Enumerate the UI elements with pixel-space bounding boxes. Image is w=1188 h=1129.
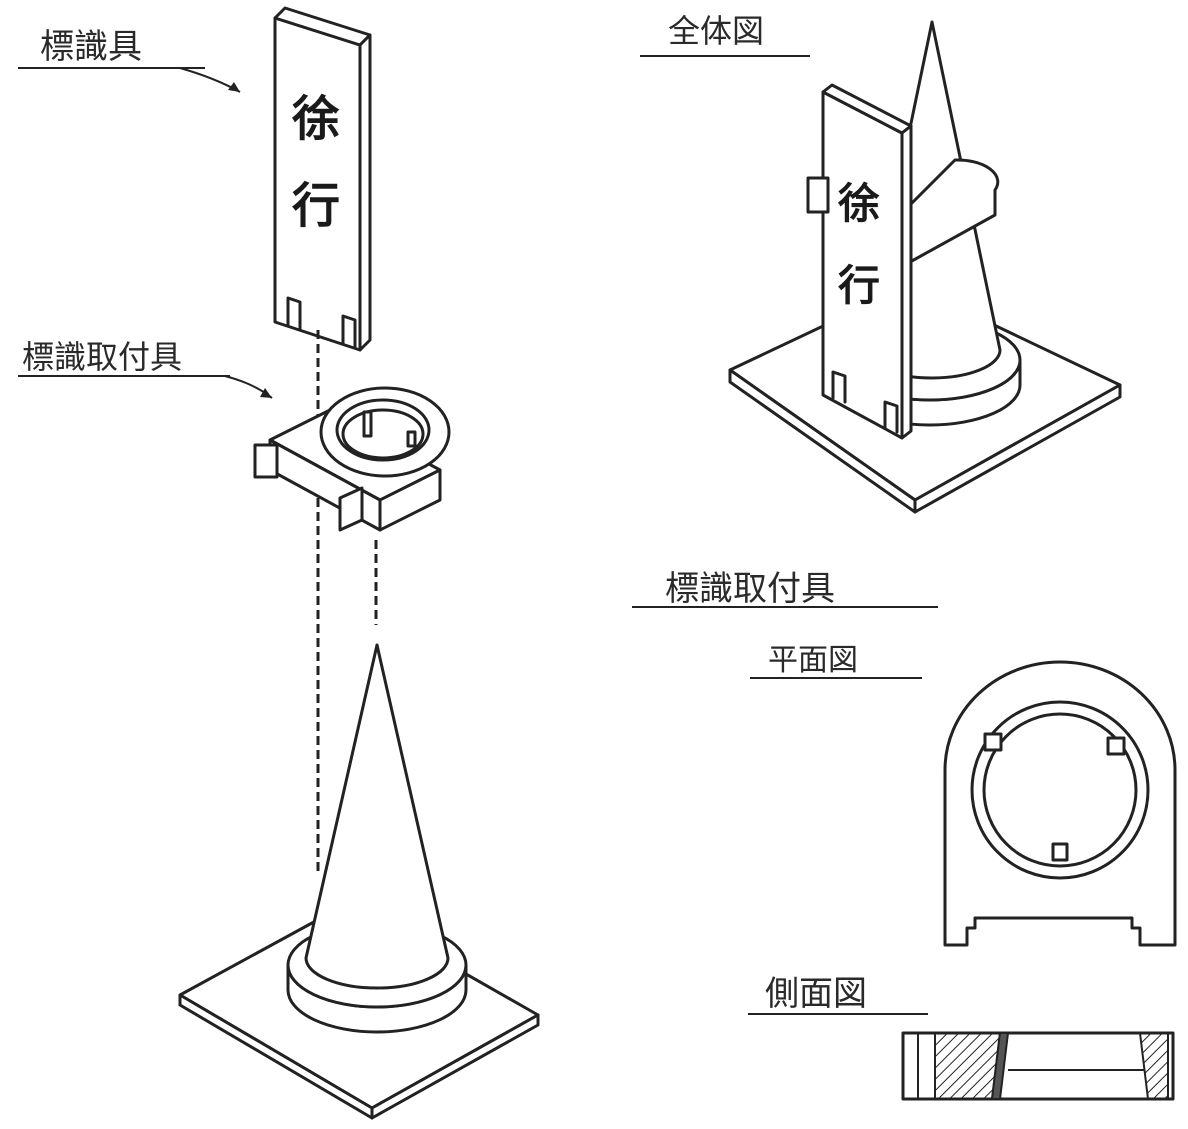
mount-tab-2 xyxy=(406,430,417,448)
label-plan-group: 平面図 xyxy=(750,643,922,679)
plan-tab-bottom xyxy=(1051,842,1069,862)
cone-base-right xyxy=(370,1013,540,1120)
overall-sign-char-1: 徐 xyxy=(837,179,880,228)
overall-sign-notch-right xyxy=(883,400,899,434)
label-overall-group: 全体図 xyxy=(640,12,810,57)
overall-base-right xyxy=(913,383,1122,514)
plan-tab-right xyxy=(1106,736,1126,756)
sign-panel-notch-left xyxy=(286,296,302,332)
side-hatch-right xyxy=(1138,1032,1169,1100)
label-side: 側面図 xyxy=(765,974,867,1014)
side-view-drawing xyxy=(901,1031,1175,1101)
mount-tab-1 xyxy=(362,410,373,438)
label-side-group: 側面図 xyxy=(748,974,928,1015)
overall-sign-side xyxy=(900,124,913,440)
sign-panel-notch-right xyxy=(341,314,357,350)
mount-exploded xyxy=(253,386,451,532)
overall-mount-collar xyxy=(888,158,1000,264)
side-wedge xyxy=(990,1032,1010,1100)
label-mount-title-group: 標識取付具 xyxy=(632,569,938,609)
side-hatch-left xyxy=(934,1032,1002,1100)
plan-view-drawing xyxy=(943,660,1177,947)
sign-char-2: 行 xyxy=(292,178,340,234)
overall-sign-char-2: 行 xyxy=(838,261,880,310)
sign-char-1: 徐 xyxy=(291,91,340,147)
mount-ring-hole xyxy=(341,408,425,460)
plan-outline xyxy=(943,660,1177,947)
label-mount-title: 標識取付具 xyxy=(665,569,835,609)
cone-body xyxy=(304,643,450,990)
label-mount: 標識取付具 xyxy=(22,338,182,376)
label-overall: 全体図 xyxy=(668,12,764,50)
label-sign: 標識具 xyxy=(40,27,142,67)
label-mount-group: 標識取付具 xyxy=(18,338,273,399)
cone-exploded xyxy=(178,643,540,1120)
plan-ring-outer xyxy=(970,700,1150,880)
overall-mount-clip xyxy=(806,176,830,214)
plan-ring-inner xyxy=(982,712,1138,868)
label-mount-arrowhead xyxy=(260,388,272,398)
overall-assembly: 徐 行 xyxy=(728,20,1122,514)
mount-clip-front xyxy=(338,486,364,532)
overall-sign-notch-left xyxy=(831,370,847,404)
label-sign-group: 標識具 xyxy=(18,27,241,93)
sign-panel: 徐 行 xyxy=(273,6,372,352)
sign-panel-side xyxy=(358,33,372,352)
label-plan: 平面図 xyxy=(768,643,858,678)
plan-tab-left xyxy=(983,732,1003,752)
label-sign-arrowhead xyxy=(228,82,240,92)
mount-clip-left xyxy=(253,443,279,479)
